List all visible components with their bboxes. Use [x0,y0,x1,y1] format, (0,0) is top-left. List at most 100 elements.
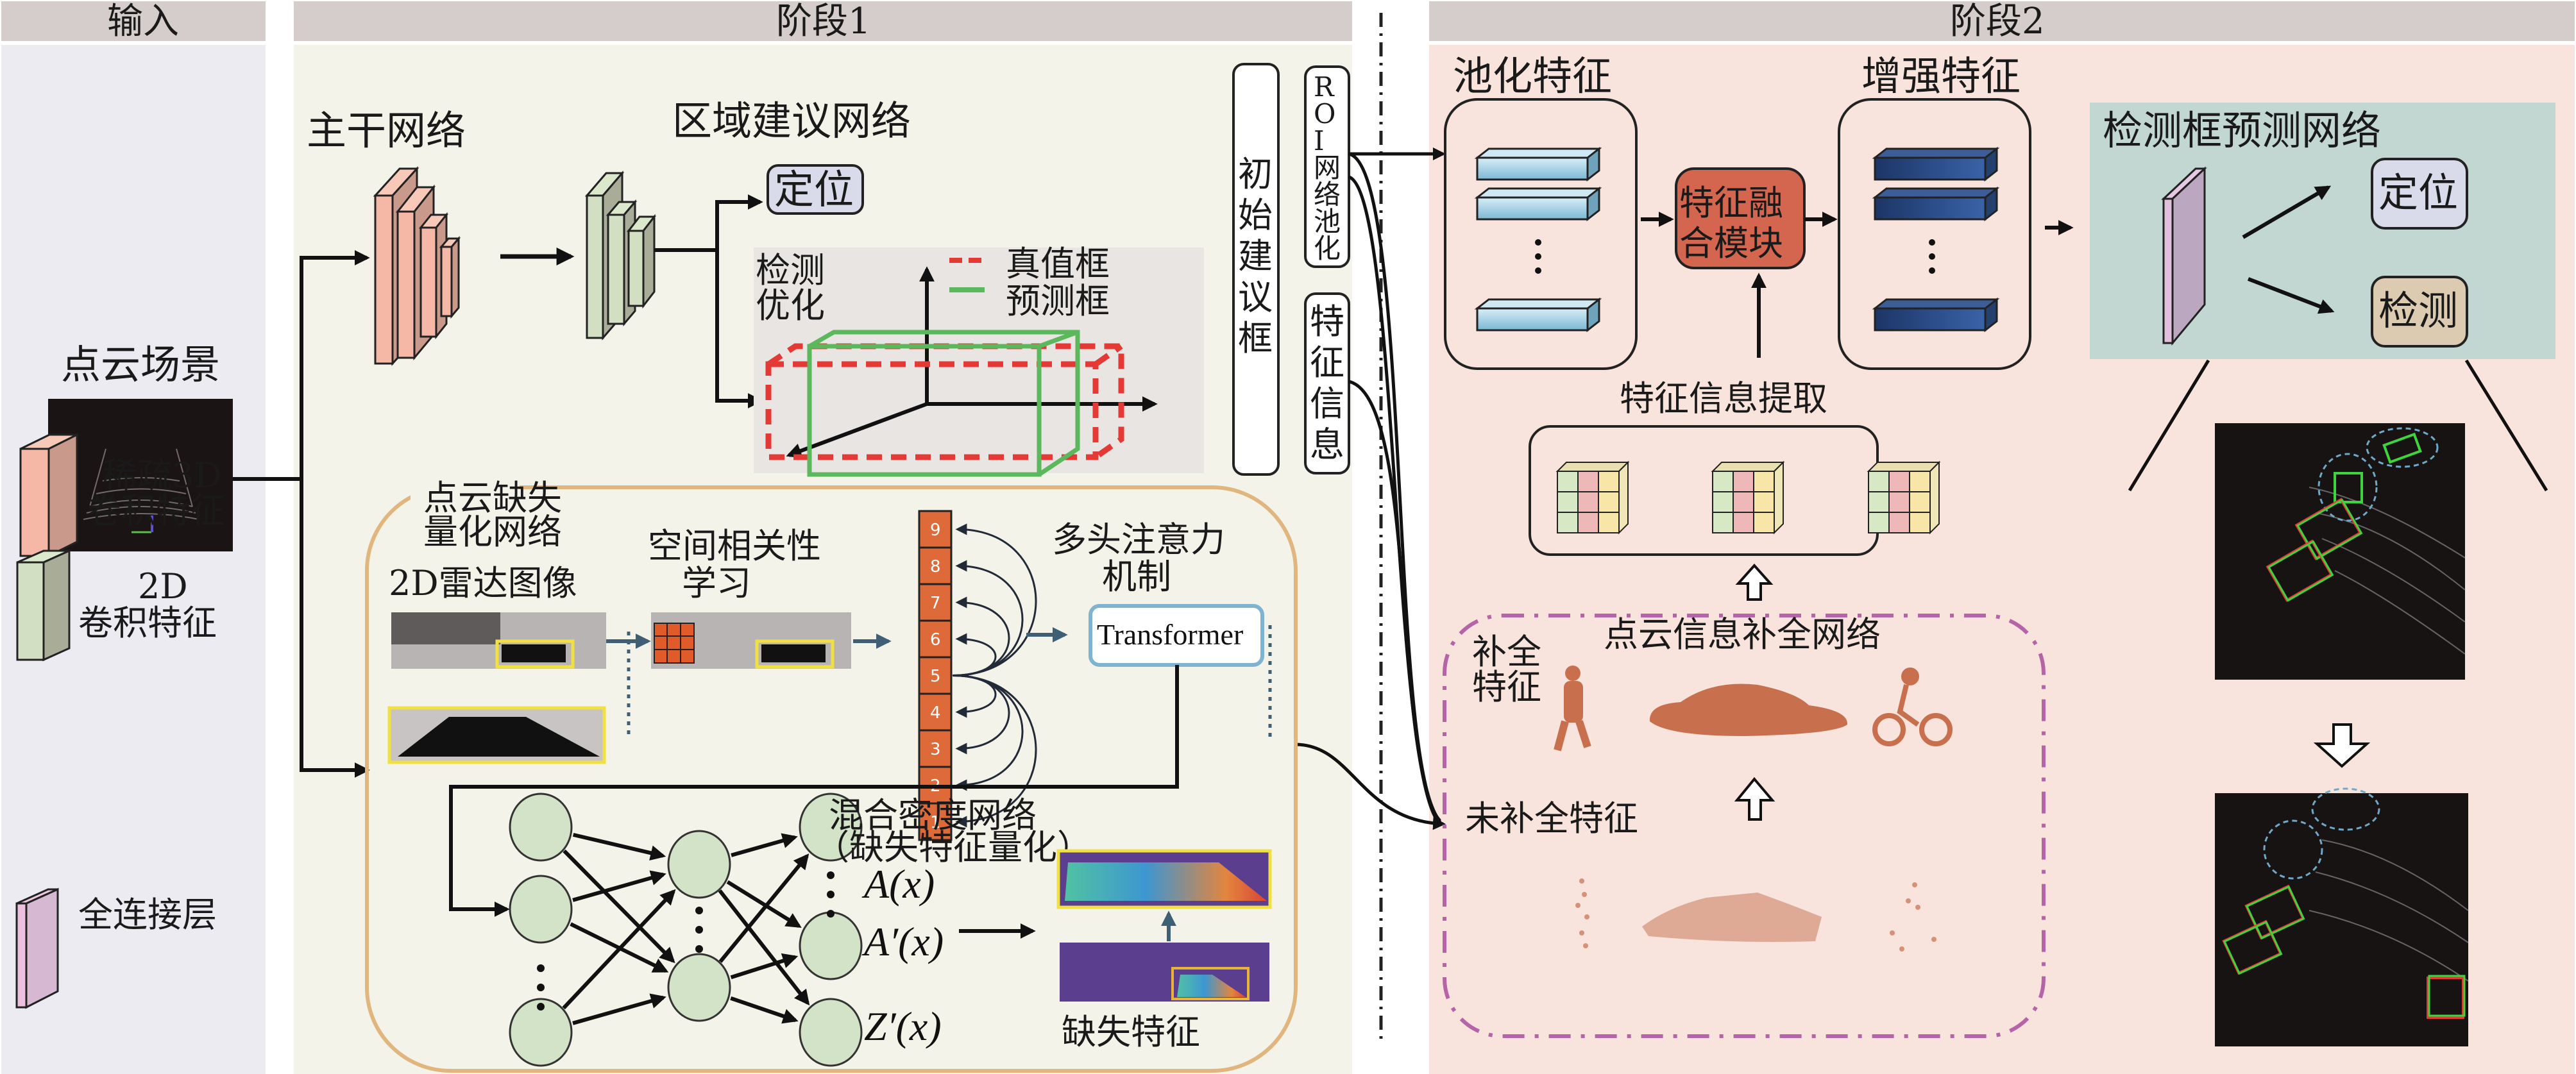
token-number: 9 [930,521,941,540]
point-cloud-scene-image [48,399,233,551]
output-a: A(x) [861,861,935,907]
output-z-prime: Z′(x) [864,1003,942,1049]
attention-label-line1: 多头注意力 [1052,519,1225,560]
feature-bar-top [1474,298,1602,310]
legend-conv-2d-line2: 卷积特征 [78,603,217,643]
mdn-node [509,793,573,862]
head-fc-layer-icon [2161,166,2207,346]
hollow-up-arrow-2 [1734,776,1775,821]
attention-arc [952,675,1037,828]
head-to-detect-arrow [2247,277,2335,314]
legend-pred-label: 预测框 [1006,281,1110,321]
completed-label-line1: 补全 [1472,632,1541,672]
stage1-header: 阶段1 [776,1,871,42]
legend-conv-2d-line1: 2D [138,566,188,607]
transformer-label: Transformer [1097,618,1243,651]
enhanced-feature-box [1838,98,2031,370]
mdn-node [667,830,731,899]
rpn-blocks [584,170,657,341]
cube-cell [1753,471,1775,492]
mdn-edge [726,880,802,928]
head-detect-label: 检测 [2378,287,2458,334]
legend-sparse-3d: 稀疏3D 卷积特征 [19,433,225,558]
token-cell [918,802,953,841]
mdn-edge [718,853,809,963]
spatial-label-line2: 学习 [682,563,751,603]
attention-arcs [952,523,1037,828]
stage2-header: 阶段2 [1950,1,2045,42]
detection-result-after [2215,787,2469,1046]
feature-bar-top [1474,147,1602,159]
mdn-label-line1: 混合密度网络 [829,795,1037,835]
cube-cell [1909,512,1931,533]
mixture-density-network [509,793,863,1067]
cube-cell [1577,491,1599,513]
ellipsis-dot [537,964,545,972]
mdn-edge [572,993,666,1025]
detection-refine-panel: 检测 优化 真值框 预测框 [754,244,1204,477]
mdn-node [799,998,863,1067]
feature-bar-top [1872,298,2000,310]
token-number: 4 [930,703,941,723]
zoom-line-left [2128,359,2210,492]
feature-bar [1476,156,1589,181]
cube-top [1711,462,1785,472]
detection-result-before [2215,423,2466,680]
spatial-image [651,612,851,669]
cube-cell [1598,471,1620,492]
cube-cell [1888,491,1910,513]
attention-label-line2: 机制 [1102,557,1171,597]
quantified-feature-map [1056,849,1272,909]
input-header: 输入 [107,1,179,42]
detection-head: 检测框预测网络 定位 检测 [2090,103,2555,359]
cube-cell [1733,471,1754,492]
feature-bar [1874,156,1987,181]
cube-cell [1598,491,1620,513]
initial-proposal-label: 初始建议框 [1238,154,1273,358]
predicted-box [807,330,1080,477]
token-cell [918,656,953,695]
completion-title: 点云信息补全网络 [1604,614,1881,655]
feature-info-box: 特征信息 [1304,292,1350,474]
mdn-edge [563,849,675,964]
feature-info-label: 特征信息 [1310,301,1344,465]
cube-cell [1733,491,1754,513]
ellipsis-dot [537,1003,545,1011]
ellipsis-dot [695,926,703,934]
token-number: 6 [930,630,941,650]
fusion-label-line2: 合模块 [1679,223,1783,264]
legend-sparse-3d-line2: 卷积特征 [87,491,225,531]
ellipsis-dot [827,871,835,879]
head-detect-box: 检测 [2371,276,2468,348]
attention-arc [952,633,997,676]
head-to-localize-arrow [2242,185,2332,239]
cube-cell [1753,512,1775,533]
completion-network: 点云信息补全网络 补全 特征 未补全特征 [1443,614,2046,1038]
mdn-edge [730,996,799,1024]
radar-image-label: 2D雷达图像 [389,563,577,603]
missing-net-title-line1: 点云缺失 [423,478,562,518]
mdn-edge [718,889,810,1006]
cube-cell [1577,512,1599,533]
rpn-localize-box: 定位 [767,164,864,215]
legend-conv-2d: 2D 卷积特征 [16,549,217,662]
cube-cell [1712,491,1734,513]
sparse-3d-block-icon [19,433,78,558]
pooled-feature-box [1444,98,1638,370]
radar-crop-image [387,706,606,764]
backbone-blocks [373,166,461,366]
input-header-bar [1,1,266,41]
cube-cell [1868,512,1890,533]
radar-image [391,612,606,669]
scene-label: 点云场景 [61,341,220,388]
mdn-edge [731,833,798,857]
backbone-label: 主干网络 [307,107,466,154]
mdn-node [799,911,863,980]
cube-cell [1868,491,1890,513]
completed-car [1649,684,1848,736]
spatial-label-line1: 空间相关性 [648,526,821,566]
refine-label-line2: 优化 [756,285,825,326]
